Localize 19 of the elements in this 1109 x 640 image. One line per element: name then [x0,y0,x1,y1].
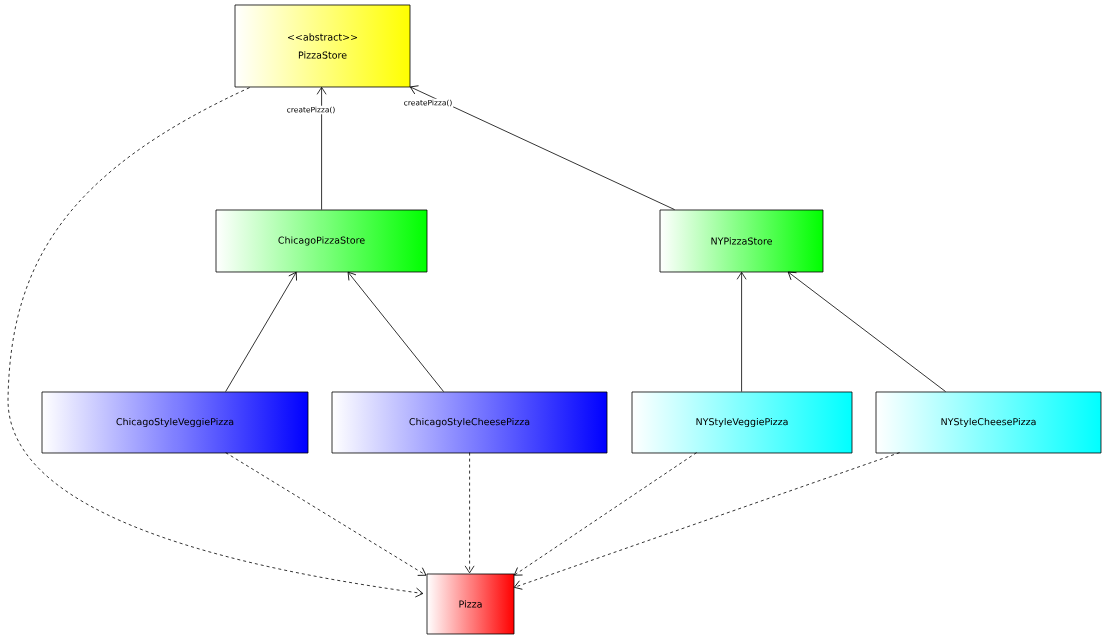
class-box: Pizza [426,573,515,635]
class-box: ChicagoStyleCheesePizza [331,391,608,454]
dependency-arrow [7,87,424,598]
dependency-arrow [464,452,475,574]
class-box: NYStyleCheesePizza [875,391,1102,454]
class-box: <<abstract>> PizzaStore [234,4,411,88]
class-box: ChicagoStyleVeggiePizza [41,391,309,454]
inheritance-arrow [347,271,444,392]
inheritance-arrow [409,85,675,210]
class-box: NYStyleVeggiePizza [631,391,853,454]
inheritance-arrow [787,271,946,392]
inheritance-arrow [225,271,297,392]
dependency-arrow [225,452,427,576]
class-box: NYPizzaStore [659,209,824,273]
inheritance-arrow [736,271,747,392]
dependency-arrow [513,452,900,590]
class-box: ChicagoPizzaStore [215,209,428,273]
dependency-arrow [513,452,697,576]
inheritance-arrow [316,86,327,210]
